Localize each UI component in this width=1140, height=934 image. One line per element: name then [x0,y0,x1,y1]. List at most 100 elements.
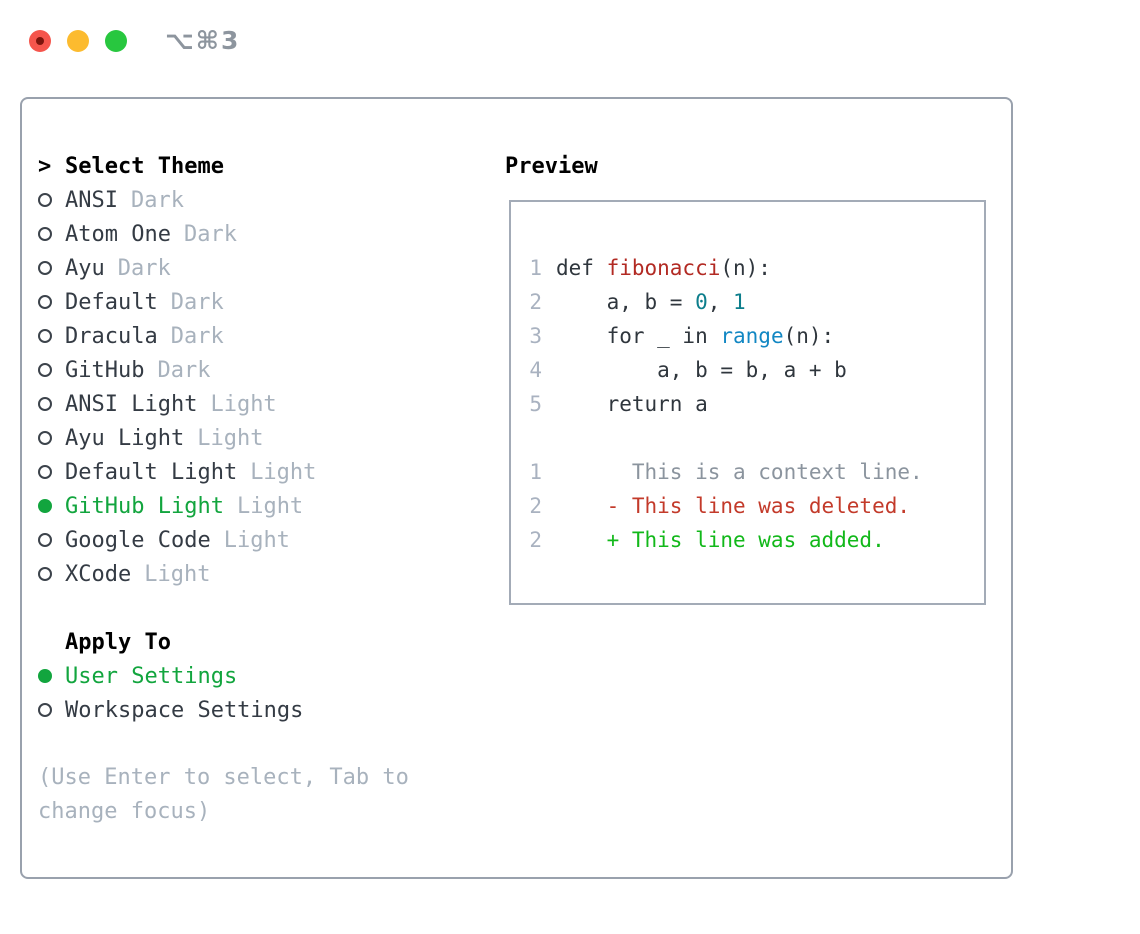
code-token-default: a, b = [556,290,696,314]
option-variant-tag: Dark [157,357,211,383]
window-chrome: ⌥⌘3 [29,26,240,55]
radio-unselected-icon [38,295,65,309]
option-variant-tag: Dark [170,323,224,349]
radio-unselected-icon [38,363,65,377]
option-label: GitHub [65,357,145,383]
code-token-default: for _ in [556,324,721,348]
spacer [38,591,500,625]
code-line: 2 - This line was deleted. [528,489,984,523]
option-variant-tag: Dark [183,221,237,247]
theme-option-default-light[interactable]: Default Light Light [38,455,500,489]
radio-selected-icon [38,499,65,513]
code-token-deleted: - This line was deleted. [556,494,911,518]
minimize-button-icon[interactable] [67,29,89,52]
option-label: User Settings [65,663,238,689]
zoom-button-icon[interactable] [105,29,127,52]
option-label: Workspace Settings [65,697,304,723]
code-token-default: def [556,256,607,280]
radio-unselected-icon [38,465,65,479]
line-number: 5 [529,392,542,416]
close-button-icon[interactable] [29,29,51,52]
code-token-default: return a [556,392,708,416]
theme-option-github-light[interactable]: GitHub Light Light [38,489,500,523]
theme-option-ansi-light[interactable]: ANSI Light Light [38,387,500,421]
option-label: ANSI [65,187,118,213]
select-theme-title: Select Theme [65,153,224,179]
code-line: 2 + This line was added. [528,523,984,557]
code-token-default: , [707,290,734,314]
option-variant-tag: Light [236,493,304,519]
code-token-function: fibonacci [606,256,721,280]
apply-to-heading: Apply To [65,629,171,655]
theme-option-atom-one[interactable]: Atom One Dark [38,217,500,251]
code-token-default: (n): [783,324,835,348]
radio-unselected-icon [38,533,65,547]
line-number: 1 [529,256,542,280]
line-number: 2 [529,494,542,518]
option-label: XCode [65,561,132,587]
option-variant-tag: Light [210,391,277,417]
code-token-number: 0 [695,290,708,314]
option-variant-tag: Light [250,459,317,485]
option-variant-tag: Dark [170,289,224,315]
code-token-default: a, b = b, a + b [556,358,847,382]
theme-option-dracula[interactable]: Dracula Dark [38,319,500,353]
radio-unselected-icon [38,397,65,411]
option-label: Default [65,289,158,315]
code-line: 1 def fibonacci(n): [528,251,984,285]
code-token-default: (n): [720,256,771,280]
line-number: 4 [529,358,542,382]
radio-unselected-icon [38,703,65,717]
option-variant-tag: Light [197,425,264,451]
theme-option-ayu-light[interactable]: Ayu Light Light [38,421,500,455]
code-token-added: + This line was added. [556,528,885,552]
option-variant-tag: Light [223,527,290,553]
code-line: 5 return a [528,387,984,421]
line-number: 3 [529,324,542,348]
radio-unselected-icon [38,261,65,275]
option-label: Ayu [65,255,105,281]
code-token-builtin: range [720,324,784,348]
code-line: 2 a, b = 0, 1 [528,285,984,319]
line-number: 2 [529,528,542,552]
select-theme-heading: > Select Theme [38,149,500,183]
theme-option-github[interactable]: GitHub Dark [38,353,500,387]
radio-unselected-icon [38,193,65,207]
apply-option-user-settings[interactable]: User Settings [38,659,500,693]
radio-selected-icon [38,669,65,683]
preview-title: Preview [505,153,598,179]
option-label: Ayu Light [65,425,185,451]
keyboard-hint: (Use Enter to select, Tab to change focu… [38,765,409,824]
cursor-icon: > [38,153,52,179]
option-label: Default Light [65,459,238,485]
theme-option-ansi[interactable]: ANSI Dark [38,183,500,217]
option-label: ANSI Light [65,391,198,417]
theme-option-ayu[interactable]: Ayu Dark [38,251,500,285]
line-number: 2 [529,290,542,314]
code-line: 3 for _ in range(n): [528,319,984,353]
theme-option-google-code[interactable]: Google Code Light [38,523,500,557]
option-label: Google Code [65,527,211,553]
apply-option-workspace-settings[interactable]: Workspace Settings [38,693,500,727]
option-label: Dracula [65,323,158,349]
theme-option-default[interactable]: Default Dark [38,285,500,319]
option-label: Atom One [65,221,171,247]
window-shortcut-label: ⌥⌘3 [165,26,241,55]
radio-unselected-icon [38,329,65,343]
radio-unselected-icon [38,431,65,445]
option-variant-tag: Dark [130,187,184,213]
line-number: 1 [529,460,542,484]
option-label: GitHub Light [65,493,224,519]
option-variant-tag: Dark [117,255,171,281]
code-token-number: 1 [733,290,746,314]
code-line: 1 This is a context line. [528,455,984,489]
code-line [528,421,984,455]
code-token-context: This is a context line. [556,460,923,484]
